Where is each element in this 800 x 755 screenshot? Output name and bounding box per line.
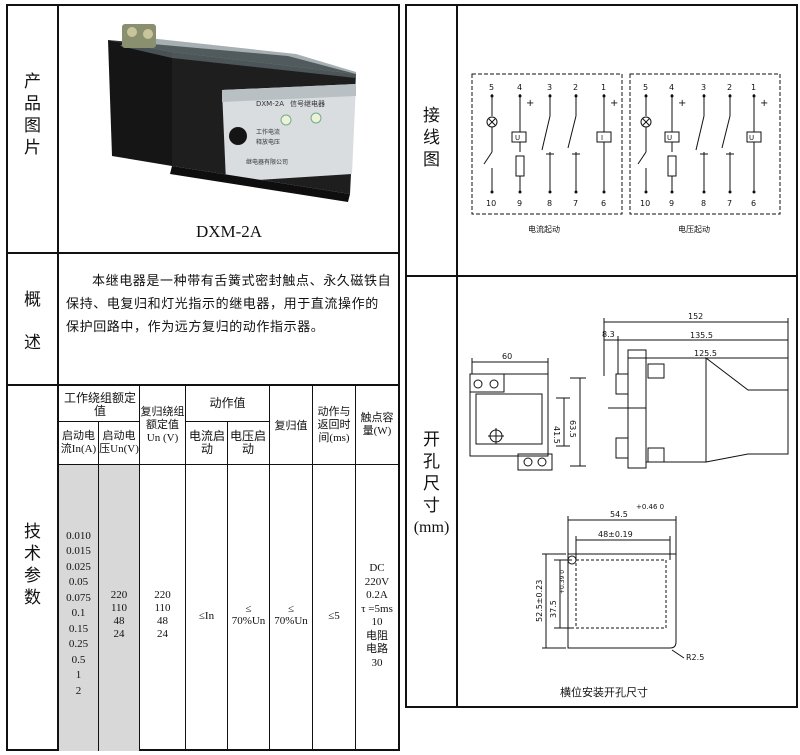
wl-plus-a: + [526,98,534,109]
overview-text: 本继电器是一种带有舌簧式密封触点、永久磁铁自保持、电复归和灯光指示的继电器，用于… [66,274,392,335]
wl-t3: 3 [547,83,552,92]
wiring-diagram: 5 4 3 2 1 10 9 8 7 6 U I + + 电流起动 5 4 3 … [471,73,781,234]
wl-t4: 4 [517,83,522,92]
wiring-label: 接线图 [423,106,440,170]
wl-t2: 2 [573,83,578,92]
grid-line [227,422,228,751]
wiring-caption-current: 电流起动 [528,224,560,234]
overview-label: 概述 [24,289,41,353]
wr-t5: 5 [643,83,648,92]
dim-overall: 152 [688,312,703,321]
dim-front-width: 60 [502,352,512,361]
device-maker: 继电器有限公司 [246,158,288,166]
hdr-action-current: 电流启动 [188,429,225,456]
dim-side-gap: 8.3 [602,330,615,339]
device-label: 释放电压 [256,138,280,146]
grid-line [59,421,140,422]
dim-cut-inner: 48±0.19 [598,530,633,539]
grid-line [312,386,313,751]
wl-b9: 9 [517,199,522,208]
grid-line [269,386,270,751]
dim-h1: 41.5 [552,426,561,444]
hdr-work-group: 工作绕组额定值 [64,390,137,418]
val-reset: ≤ 70%Un [274,603,308,627]
wl-t1: 1 [601,83,606,92]
divider [405,275,798,277]
divider [456,4,458,708]
wl-b7: 7 [573,199,578,208]
right-panel [405,4,798,708]
hdr-reset-value: 复归值 [274,418,308,432]
dim-cut-h: 52.5±0.23 [535,580,544,622]
device-label: 工作电流 [256,128,280,136]
wr-t1: 1 [751,83,756,92]
wr-plus-a: + [678,98,686,109]
val-act-current: ≤In [198,610,215,622]
hdr-action-return: 动作与返回时间(ms) [317,405,351,444]
wl-b10: 10 [486,199,496,208]
divider [6,252,400,254]
shade-voltage [99,465,139,751]
grid-line [185,421,270,422]
params-label: 技术 参数 [24,522,41,608]
label-bg [8,254,57,384]
wl-coil-i: I [601,134,603,142]
divider [57,4,59,751]
dim-cut-h2: 37.5 [549,600,558,618]
wr-b6: 6 [751,199,756,208]
wr-plus-b: + [760,98,768,109]
val-act-voltage: ≤ 70%Un [231,603,266,627]
dim-cut-w-tol: +0.46 0 [636,503,664,511]
grid-line [98,422,99,751]
device-model: DXM-2A [256,100,284,108]
dim-cut-h2-tol: +0.39 0 [559,570,566,594]
wr-b10: 10 [640,199,650,208]
wr-b8: 8 [701,199,706,208]
hdr-reset-rating: 复归绕组额定值 Un (V) [140,405,185,444]
wl-b6: 6 [601,199,606,208]
product-photo: DXM-2A 信号继电器 工作电流 释放电压 继电器有限公司 [60,6,398,220]
wl-b8: 8 [547,199,552,208]
wr-t4: 4 [669,83,674,92]
hdr-contact-cap: 触点容量(W) [360,412,394,437]
dim-inner: 125.5 [694,349,717,358]
device-name: 信号继电器 [290,99,325,108]
wr-coil-u1: U [667,134,672,142]
left-panel [6,4,400,751]
grid-line [139,386,140,751]
val-time: ≤5 [328,610,340,622]
dim-h2: 63.5 [568,420,577,438]
wr-t2: 2 [727,83,732,92]
wr-t3: 3 [701,83,706,92]
cutout-caption: 横位安装开孔尺寸 [560,685,648,699]
grid-line [185,386,186,751]
photo-caption: DXM-2A [195,222,263,241]
divider [6,384,400,386]
shade-current [59,465,98,751]
grid-line [355,386,356,751]
label-bg [8,6,57,252]
photo-label: 产品 图片 [24,72,41,158]
hdr-start-voltage: 启动电压Un(V) [99,430,139,455]
grid-line [59,464,398,465]
cutout-label: 开孔 尺寸 (mm) [413,430,450,536]
wr-b9: 9 [669,199,674,208]
wl-coil-u: U [515,134,520,142]
wl-t5: 5 [489,83,494,92]
wr-coil-u2: U [749,134,754,142]
hdr-start-current: 启动电流In(A) [60,430,97,455]
hdr-action-value: 动作值 [209,396,246,410]
wr-b7: 7 [727,199,732,208]
hdr-action-voltage: 电压启动 [229,429,266,456]
dimension-drawing: 60 41.5 63.5 152 8.3 135.5 125.5 54.5 +0… [469,312,789,699]
wiring-caption-voltage: 电压起动 [678,224,710,234]
dim-mid: 135.5 [690,331,713,340]
dim-radius: R2.5 [686,653,704,662]
dim-cut-w: 54.5 [610,510,628,519]
wl-plus-b: + [610,98,618,109]
